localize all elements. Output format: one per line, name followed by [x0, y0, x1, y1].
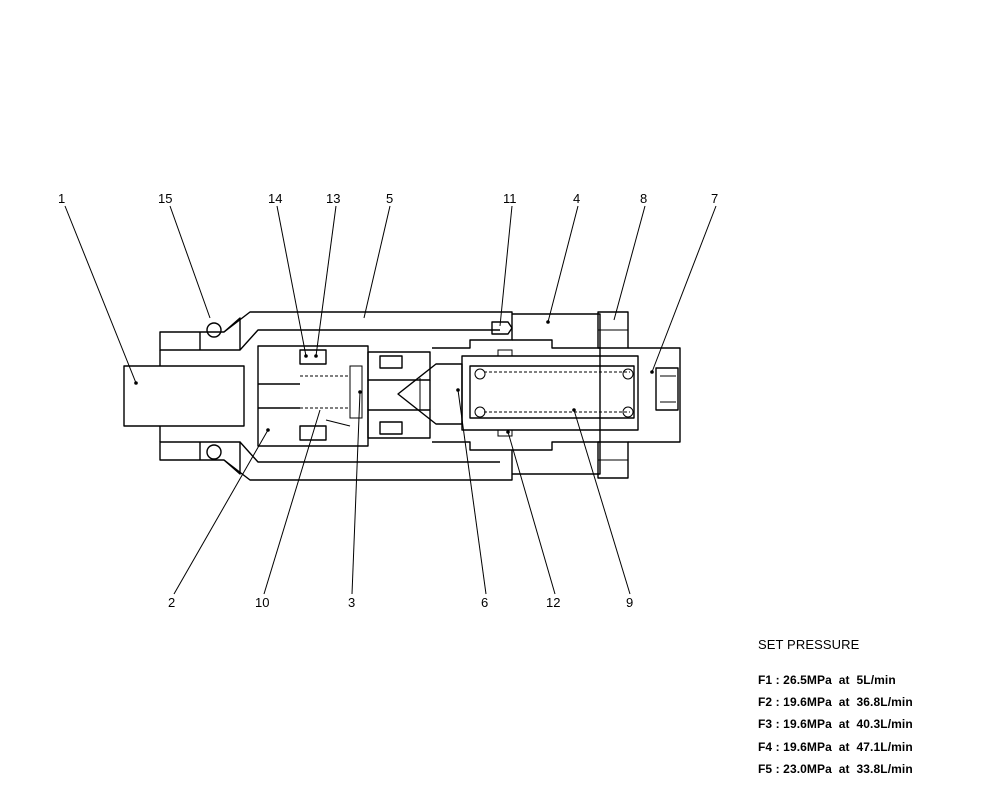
part-label-14: 14 [268, 191, 282, 206]
part-label-5: 5 [386, 191, 393, 206]
part-label-9: 9 [626, 595, 633, 610]
set-pressure-f3: F3 : 19.6MPa at 40.3L/min [758, 717, 913, 731]
set-pressure-f2: F2 : 19.6MPa at 36.8L/min [758, 695, 913, 709]
part-label-12: 12 [546, 595, 560, 610]
set-pressure-title: SET PRESSURE [758, 637, 860, 652]
part-label-10: 10 [255, 595, 269, 610]
set-pressure-f5: F5 : 23.0MPa at 33.8L/min [758, 762, 913, 776]
leader-lines [64, 205, 717, 595]
part-label-4: 4 [573, 191, 580, 206]
part-label-15: 15 [158, 191, 172, 206]
part-label-2: 2 [168, 595, 175, 610]
part-label-6: 6 [481, 595, 488, 610]
part-number-labels: 1 15 14 13 5 11 4 8 7 2 10 3 6 12 9 [58, 191, 718, 610]
valve-body [123, 311, 681, 481]
part-label-8: 8 [640, 191, 647, 206]
set-pressure-f1: F1 : 26.5MPa at 5L/min [758, 673, 896, 687]
part-label-13: 13 [326, 191, 340, 206]
part-label-7: 7 [711, 191, 718, 206]
part-label-11: 11 [503, 191, 517, 206]
set-pressure-f4: F4 : 19.6MPa at 47.1L/min [758, 740, 913, 754]
part-label-3: 3 [348, 595, 355, 610]
part-label-1: 1 [58, 191, 65, 206]
